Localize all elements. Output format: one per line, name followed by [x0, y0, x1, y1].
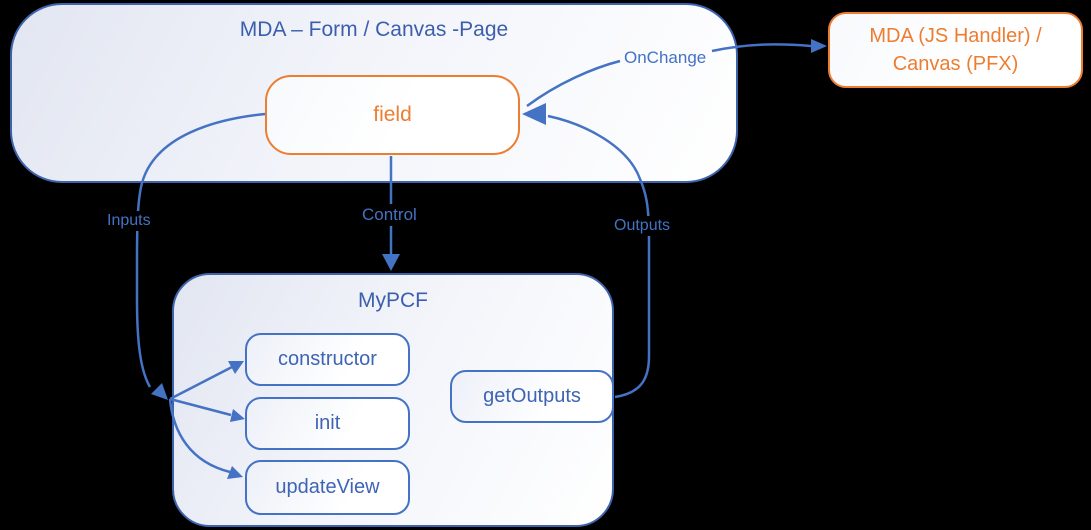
arrowhead-control-icon — [382, 254, 400, 271]
inputs-edge-label: Inputs — [104, 211, 154, 231]
js-handler-node: MDA (JS Handler) / Canvas (PFX) — [828, 12, 1083, 88]
mda-form-title: MDA – Form / Canvas -Page — [239, 18, 509, 41]
onchange-edge-label: OnChange — [624, 48, 707, 67]
getoutputs-label: getOutputs — [483, 385, 581, 407]
init-node: init — [245, 397, 410, 450]
arrowhead-inputs-icon — [151, 383, 168, 400]
getoutputs-node: getOutputs — [450, 370, 614, 423]
control-edge-label: Control — [359, 204, 420, 226]
mypcf-title: MyPCF — [358, 289, 428, 312]
constructor-node: constructor — [245, 333, 410, 386]
field-node-label: field — [373, 103, 412, 126]
updateview-label: updateView — [275, 476, 380, 498]
init-label: init — [314, 412, 341, 434]
js-handler-line1: MDA (JS Handler) / — [869, 25, 1042, 47]
field-node: field — [265, 75, 520, 155]
arrowhead-onchange-handler-icon — [811, 39, 827, 53]
js-handler-line2: Canvas (PFX) — [892, 53, 1019, 75]
outputs-edge-label: Outputs — [611, 216, 674, 236]
constructor-label: constructor — [278, 348, 377, 370]
updateview-node: updateView — [245, 460, 410, 515]
